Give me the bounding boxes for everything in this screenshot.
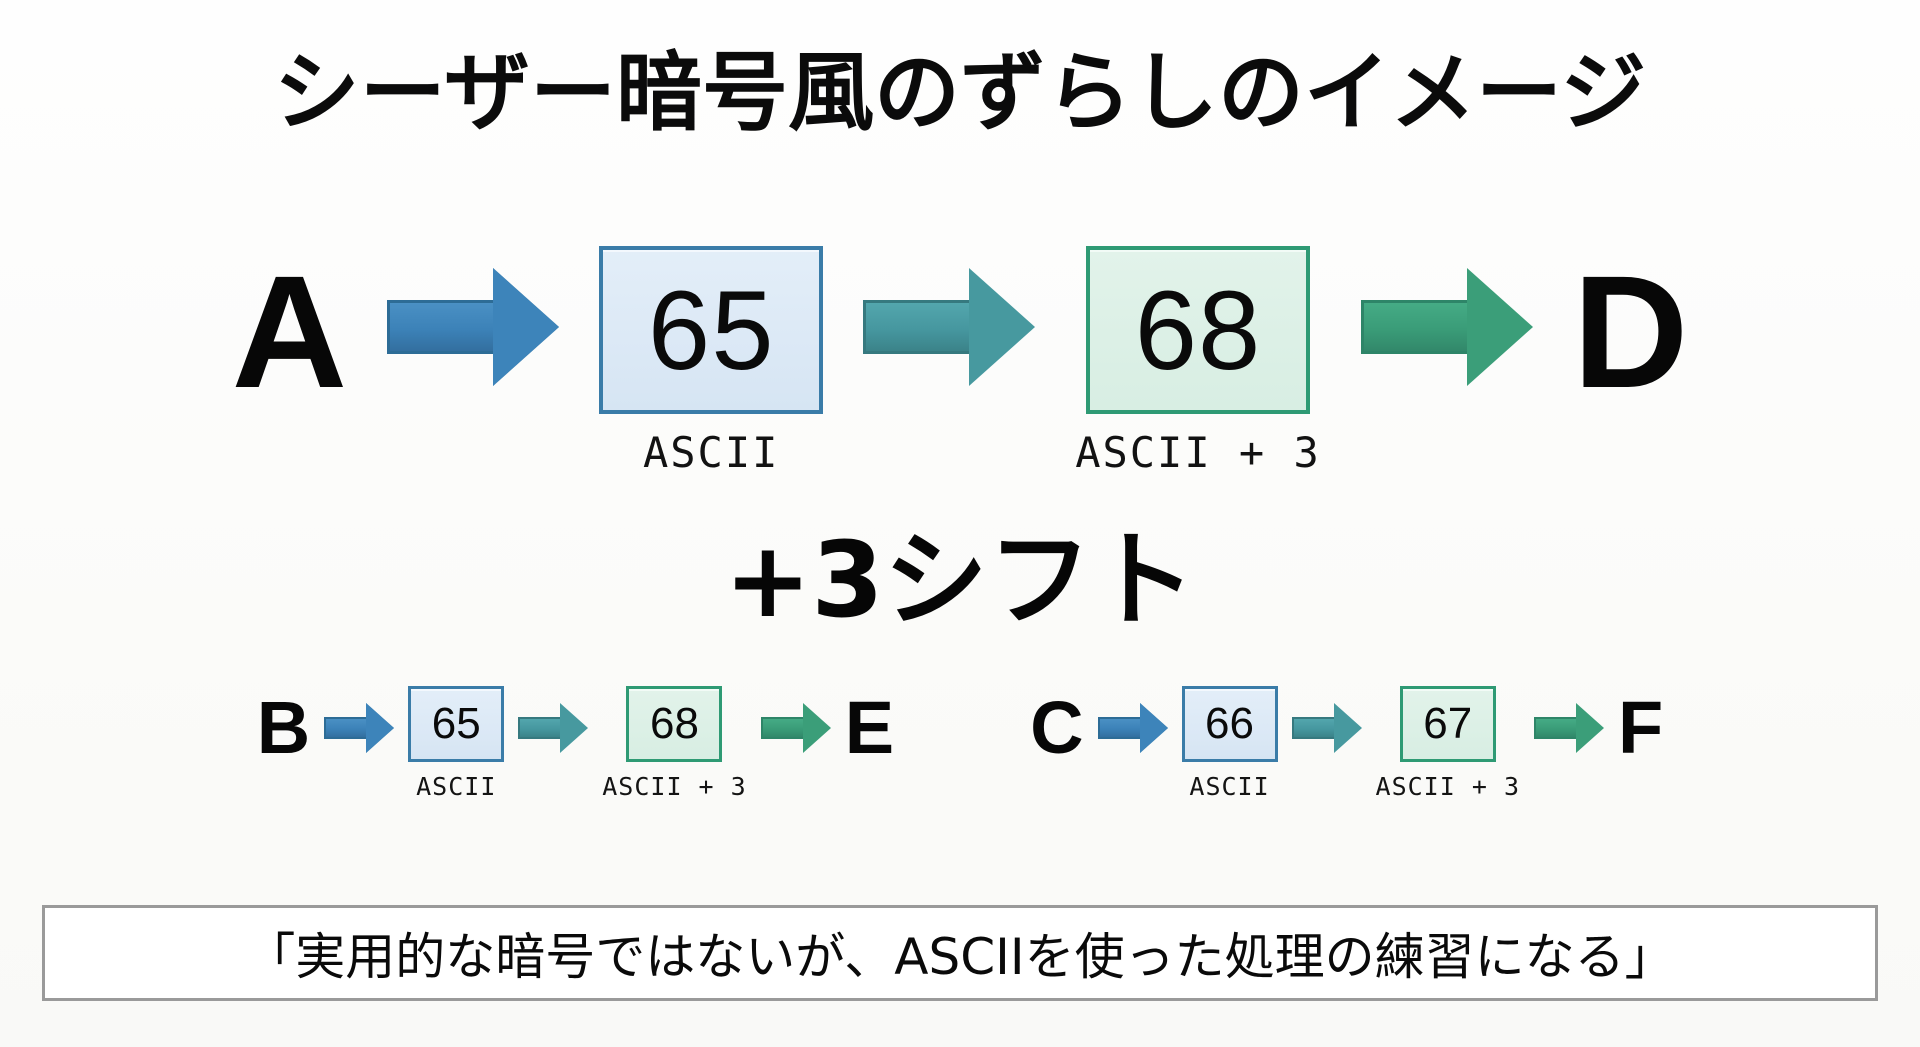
main-shifted-value-box: 68 — [1085, 246, 1310, 414]
main-ascii-box-cell: 65 ASCII — [599, 246, 824, 477]
small-result-letter: F — [1618, 686, 1664, 769]
arrow-right-icon-3 — [1360, 268, 1533, 386]
small-source-letter: B — [256, 686, 311, 769]
small-arrow-1-cell — [324, 686, 395, 753]
main-arrow-1-cell — [387, 246, 560, 386]
shift-amount-label: +3シフト — [724, 519, 1196, 641]
small-source-letter-cell: C — [1030, 686, 1083, 770]
small-ascii-caption: ASCII — [1189, 772, 1270, 801]
small-flows-row: B 65 ASCII 6 — [0, 686, 1920, 801]
small-flow-0: B 65 ASCII 6 — [257, 686, 894, 801]
arrow-head — [969, 268, 1036, 386]
main-source-letter: A — [231, 242, 348, 421]
arrow-head — [1139, 703, 1168, 753]
arrow-shaft — [387, 300, 500, 354]
small-result-letter-cell: E — [845, 686, 894, 770]
main-ascii-caption: ASCII — [642, 428, 780, 477]
arrow-right-icon-2 — [863, 268, 1036, 386]
small-ascii-box-cell: 65 ASCII — [408, 686, 505, 801]
arrow-shaft — [324, 717, 369, 739]
small-shifted-box-cell: 68 ASCII + 3 — [602, 686, 746, 801]
small-result-letter-cell: F — [1618, 686, 1663, 770]
small-shifted-value-box: 67 — [1399, 686, 1496, 762]
arrow-head — [366, 703, 395, 753]
arrow-shaft — [1291, 717, 1336, 739]
arrow-right-icon-small-2 — [518, 703, 589, 753]
main-shifted-box-cell: 68 ASCII + 3 — [1075, 246, 1321, 477]
small-source-letter: C — [1030, 686, 1084, 769]
arrow-head — [1466, 268, 1533, 386]
arrow-shaft — [1360, 300, 1473, 354]
arrow-head — [802, 703, 831, 753]
arrow-head — [493, 268, 560, 386]
page-title: シーザー暗号風のずらしのイメージ — [273, 43, 1647, 143]
small-arrow-2-cell — [518, 686, 589, 753]
main-arrow-3-cell — [1360, 246, 1533, 386]
summary-caption-box: 「実用的な暗号ではないが、ASCIIを使った処理の練習になる」 — [42, 905, 1878, 1001]
arrow-shaft — [1097, 717, 1142, 739]
arrow-shaft — [518, 717, 563, 739]
main-shifted-caption: ASCII + 3 — [1075, 428, 1321, 477]
arrow-right-icon-small-1 — [324, 703, 395, 753]
small-arrow-1-cell — [1097, 686, 1168, 753]
small-shifted-box-cell: 67 ASCII + 3 — [1376, 686, 1520, 801]
main-source-letter-cell: A — [232, 246, 348, 418]
small-result-letter: E — [844, 686, 895, 769]
main-ascii-value-box: 65 — [599, 246, 824, 414]
arrow-head — [1333, 703, 1362, 753]
small-flow-1: C 66 ASCII 6 — [1030, 686, 1663, 801]
main-flow-diagram: A 65 ASCII 68 ASCII + 3 — [0, 246, 1920, 477]
small-ascii-box-cell: 66 ASCII — [1181, 686, 1278, 801]
arrow-head — [1576, 703, 1604, 753]
arrow-right-icon-small-3 — [760, 703, 831, 753]
small-ascii-caption: ASCII — [416, 772, 497, 801]
small-arrow-3-cell — [1534, 686, 1604, 753]
small-shifted-caption: ASCII + 3 — [1375, 772, 1520, 801]
small-ascii-value-box: 66 — [1181, 686, 1278, 762]
arrow-head — [560, 703, 589, 753]
small-shifted-value-box: 68 — [626, 686, 723, 762]
arrow-shaft — [760, 717, 805, 739]
main-result-letter: D — [1572, 242, 1689, 421]
arrow-right-icon-small-4 — [1097, 703, 1168, 753]
summary-caption-text: 「実用的な暗号ではないが、ASCIIを使った処理の練習になる」 — [245, 928, 1675, 986]
arrow-shaft — [1534, 717, 1578, 739]
main-arrow-2-cell — [863, 246, 1036, 386]
small-shifted-caption: ASCII + 3 — [602, 772, 747, 801]
small-arrow-2-cell — [1291, 686, 1362, 753]
main-result-letter-cell: D — [1573, 246, 1689, 418]
arrow-right-icon-small-6 — [1534, 703, 1604, 753]
small-arrow-3-cell — [760, 686, 831, 753]
arrow-right-icon-1 — [387, 268, 560, 386]
arrow-shaft — [863, 300, 976, 354]
small-source-letter-cell: B — [257, 686, 310, 770]
arrow-right-icon-small-5 — [1291, 703, 1362, 753]
small-ascii-value-box: 65 — [408, 686, 505, 762]
